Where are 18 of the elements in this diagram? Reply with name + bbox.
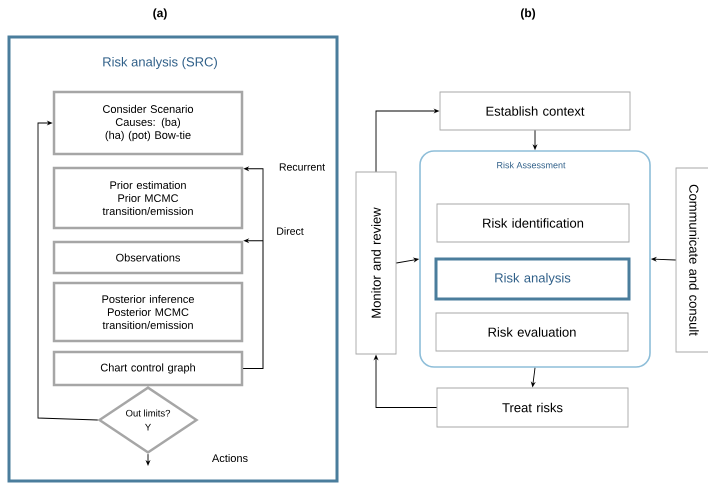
- process-box: Risk evaluation: [436, 312, 628, 352]
- process-box: Treat risks: [436, 388, 628, 428]
- highlighted-box: Risk analysis: [434, 258, 630, 300]
- process-box: Prior estimation Prior MCMC transition/emission: [52, 166, 244, 230]
- edge-label: Direct: [277, 227, 304, 235]
- panel-label: (b): [520, 8, 536, 20]
- process-box: Observations: [52, 240, 244, 274]
- process-box: Risk identification: [436, 204, 630, 242]
- text-label: Actions: [212, 454, 248, 462]
- process-box: Consider Scenario Causes: (ba) (ha) (pot) Bow-tie: [52, 90, 244, 156]
- panel-label: (a): [153, 8, 167, 20]
- edge-label: Recurrent: [280, 163, 325, 171]
- process-box: Chart control graph: [52, 350, 244, 386]
- process-box: Communicate and consult: [676, 168, 708, 352]
- process-box: Establish context: [440, 92, 630, 130]
- process-box: Posterior inference Posterior MCMC transition/emission: [52, 282, 244, 342]
- arrow: [38, 120, 98, 420]
- process-box: Monitor and review: [356, 172, 396, 354]
